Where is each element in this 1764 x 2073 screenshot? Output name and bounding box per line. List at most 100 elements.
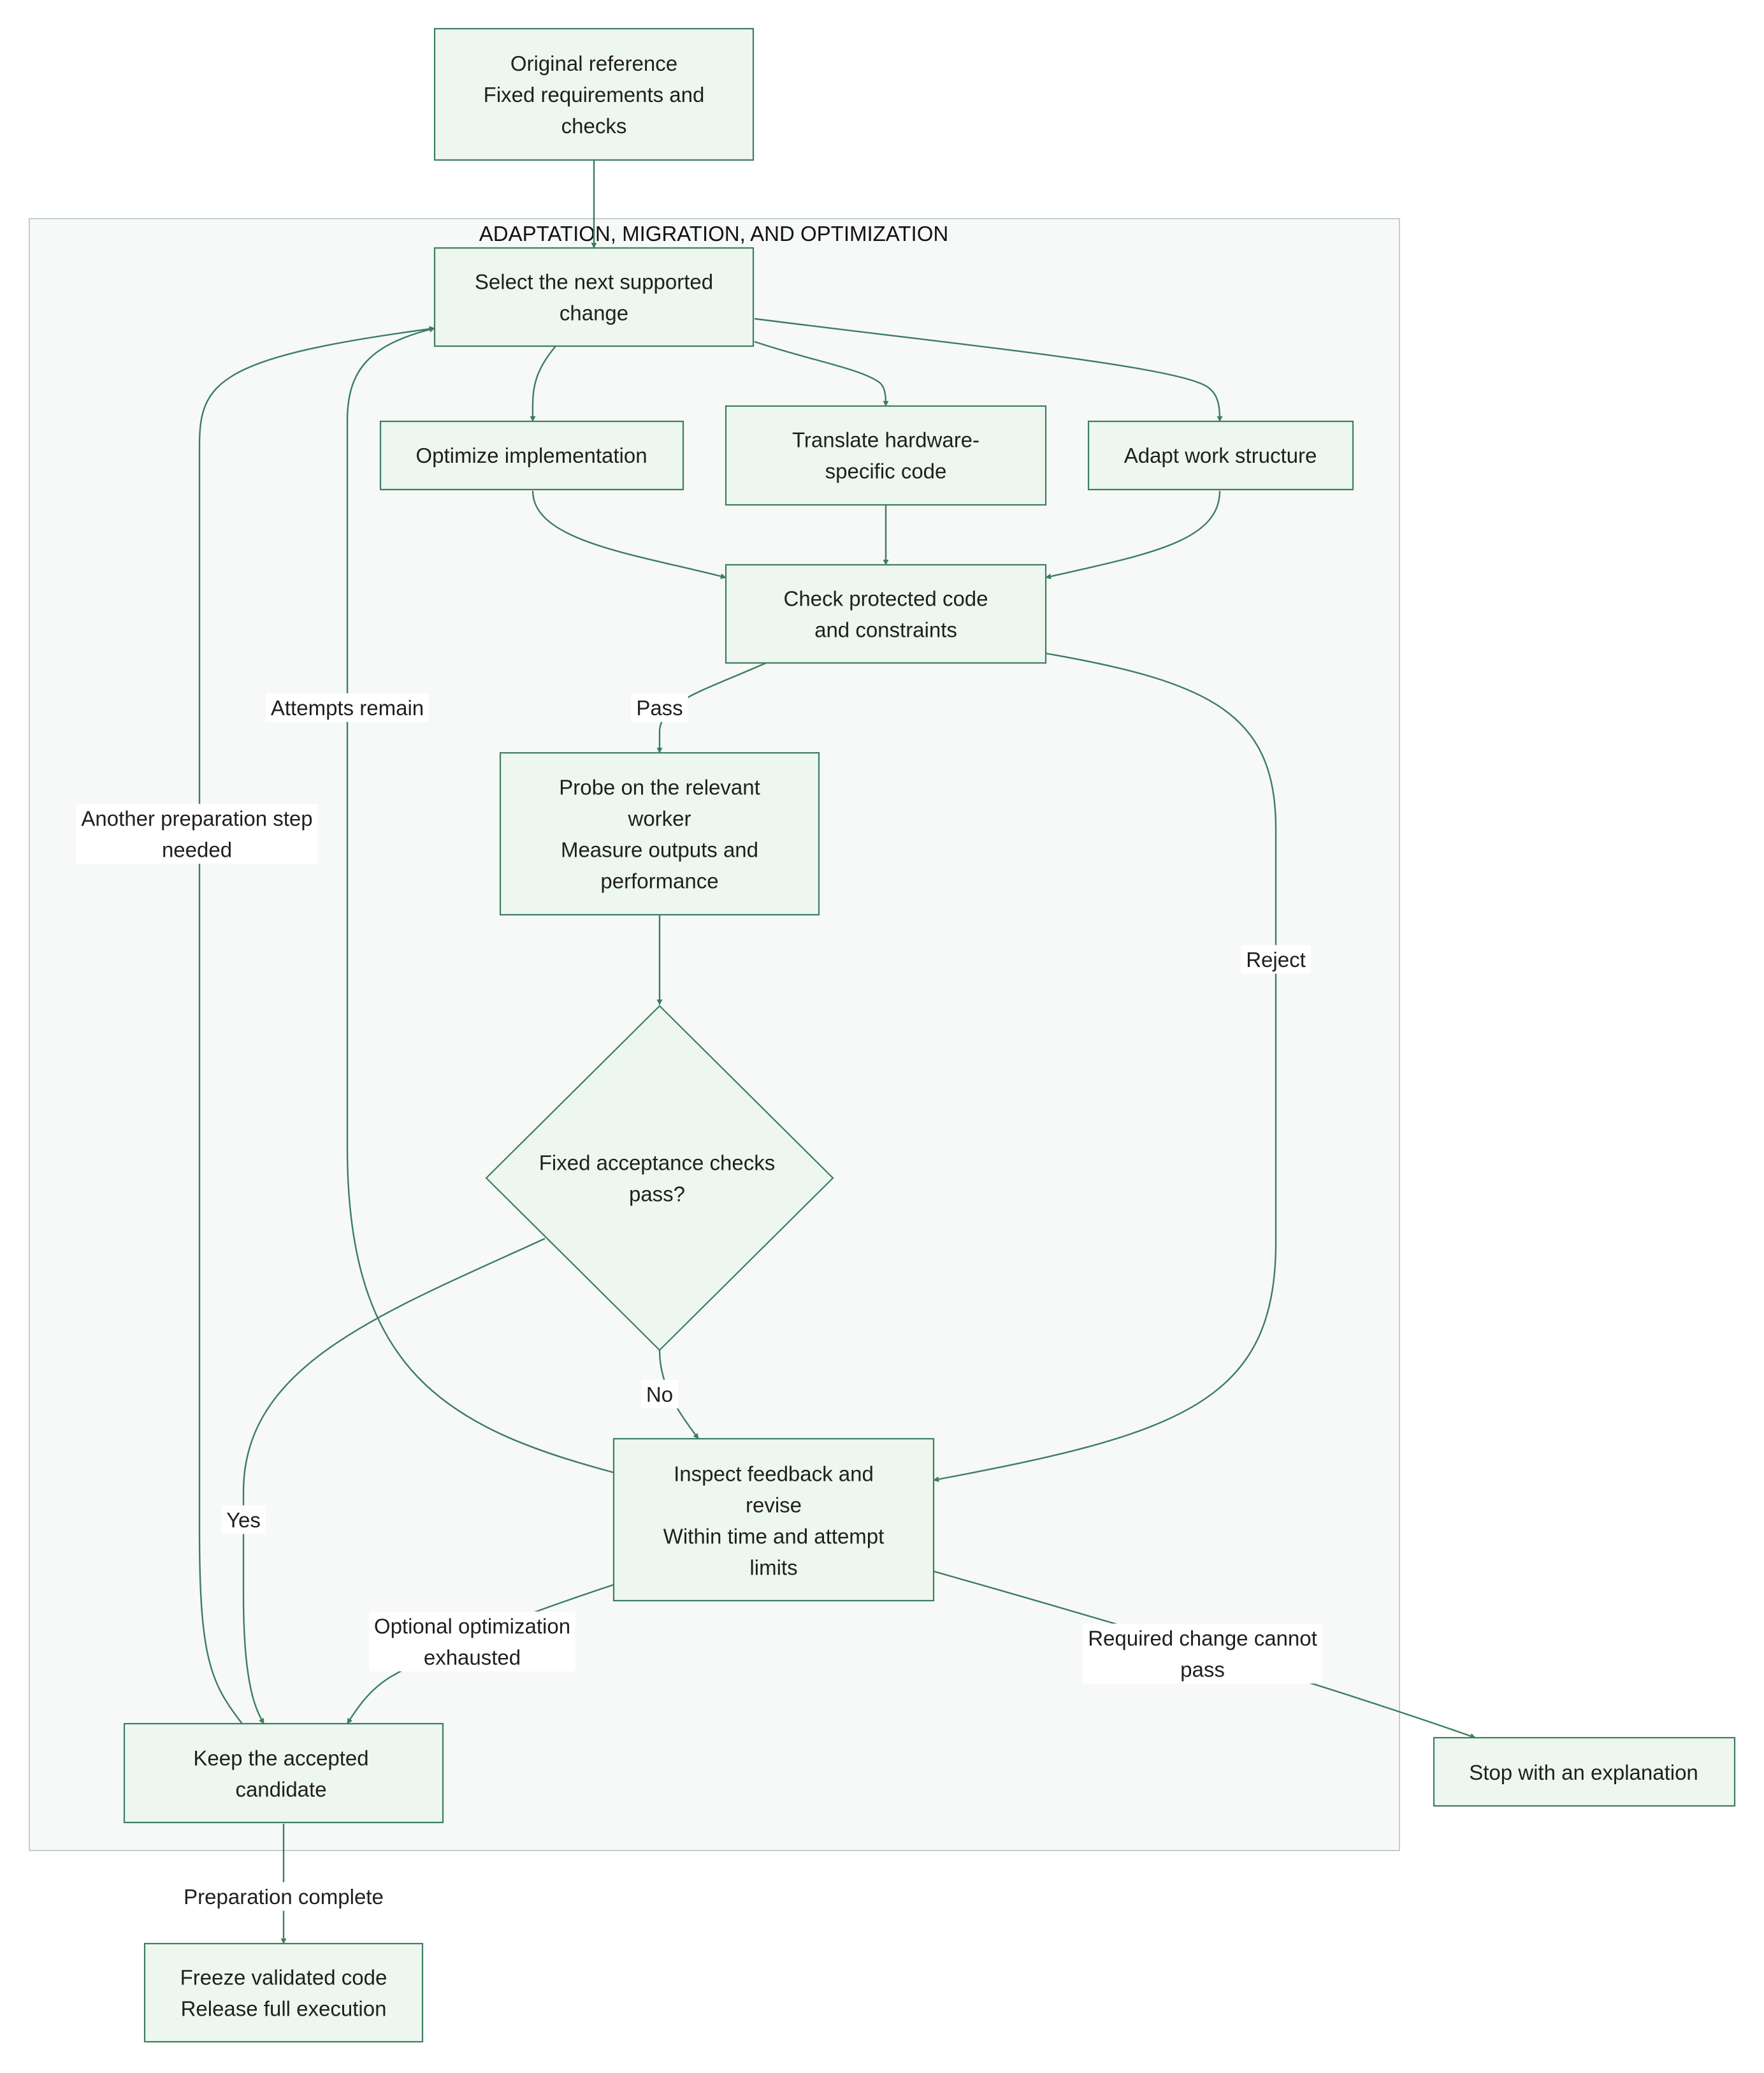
edge-label-background (368, 1611, 576, 1671)
node-label-line: checks (561, 114, 627, 138)
node-label-line: Keep the accepted (193, 1746, 368, 1770)
node-label-line: Measure outputs and (561, 838, 758, 861)
edge-label-line: No (646, 1383, 673, 1406)
node-label-line: specific code (825, 459, 947, 483)
edge-label-line: Required change cannot (1088, 1626, 1317, 1650)
edge-label-text: Attempts remain (271, 696, 424, 720)
node-label-line: Select the next supported (475, 270, 713, 293)
node-check-protected-code[interactable]: Check protected code and constraints (725, 564, 1047, 664)
node-label: Optimize implementation (416, 444, 647, 467)
edge-labels: Pass Reject No Yes Attempts remain Anoth… (76, 693, 1322, 1911)
edge-label-line: Optional optimization (374, 1614, 570, 1638)
node-select-next-change[interactable]: Select the next supported change (433, 247, 755, 347)
node-label-line: Fixed acceptance checks (539, 1151, 776, 1174)
edge-label-background (1083, 1624, 1322, 1684)
node-label: Fixed acceptance checks pass? (539, 1151, 776, 1205)
edge-label-text: No (646, 1383, 673, 1406)
node-label-line: worker (627, 806, 691, 830)
edge-label-background (640, 1379, 679, 1409)
edge-label-line: Reject (1246, 948, 1306, 971)
node-box (499, 752, 820, 916)
edge-label-background (221, 1505, 266, 1534)
edge-label-text: Reject (1246, 948, 1306, 971)
node-label-line: revise (746, 1493, 802, 1517)
edge-select-to-optimize (530, 346, 556, 422)
node-box (1087, 420, 1354, 491)
node-stop-explanation[interactable]: Stop with an explanation (1433, 1736, 1736, 1807)
node-label-line: Translate hardware- (792, 428, 980, 451)
node-label-line: Original reference (510, 52, 677, 75)
edge-label-background (178, 1882, 389, 1911)
node-label-line: limits (749, 1555, 797, 1579)
node-label: Keep the accepted candidate (193, 1746, 368, 1801)
edge-label-line: Attempts remain (271, 696, 424, 720)
edge-label-text: Pass (636, 696, 683, 720)
decision-diamond (485, 1005, 834, 1351)
edge-optimize-to-check (531, 490, 727, 579)
node-box (379, 420, 684, 491)
node-box (725, 564, 1047, 664)
node-box (725, 405, 1047, 506)
node-label: Check protected code and constraints (783, 586, 988, 641)
node-box (143, 1942, 424, 2043)
node-label: Select the next supported change (475, 270, 713, 324)
node-label-line: Optimize implementation (416, 444, 647, 467)
edge-select-to-translate (754, 340, 889, 407)
node-optimize-implementation[interactable]: Optimize implementation (379, 420, 684, 491)
node-acceptance-decision[interactable]: Fixed acceptance checks pass? (485, 1005, 834, 1351)
node-label-line: change (560, 301, 628, 324)
edge-decision-to-keep (242, 1237, 546, 1724)
node-label-line: Fixed requirements and (484, 83, 705, 106)
edge-check-to-inspect (933, 652, 1277, 1482)
edge-label-line: Pass (636, 696, 683, 720)
node-label-line: candidate (235, 1777, 326, 1801)
node-label-line: Stop with an explanation (1469, 1761, 1698, 1784)
label-pass: Pass (631, 693, 688, 722)
node-adapt-work-structure[interactable]: Adapt work structure (1087, 420, 1354, 491)
edge-label-background (265, 693, 430, 722)
label-no: No (640, 1379, 679, 1409)
edge-label-text: Preparation complete (184, 1885, 384, 1909)
node-label-line: performance (600, 869, 718, 892)
edge-adapt-to-check (1045, 490, 1221, 579)
label-yes: Yes (221, 1505, 266, 1534)
label-preparation-complete: Preparation complete (178, 1882, 389, 1911)
node-label-line: Release full execution (181, 1997, 387, 2020)
edge-label-background (76, 804, 318, 864)
edge-select-to-adapt (754, 317, 1223, 422)
node-label-line: Probe on the relevant (559, 775, 760, 799)
edge-label-background (1241, 945, 1311, 974)
node-keep-candidate[interactable]: Keep the accepted candidate (123, 1722, 444, 1824)
node-label-line: Freeze validated code (180, 1965, 387, 1989)
edge-label-line: Preparation complete (184, 1885, 384, 1909)
node-label-line: pass? (629, 1182, 685, 1205)
node-box (123, 1722, 444, 1824)
node-label-line: Check protected code (783, 586, 988, 610)
edge-label-line: needed (162, 838, 232, 861)
node-label: Adapt work structure (1124, 444, 1317, 467)
node-box (433, 27, 755, 161)
node-label-line: and constraints (814, 618, 957, 641)
node-label-line: Inspect feedback and (674, 1462, 874, 1485)
edge-keep-to-select (198, 326, 435, 1724)
label-attempts-remain: Attempts remain (265, 693, 430, 722)
edge-label-line: Yes (226, 1508, 261, 1532)
edge-inspect-to-select (346, 326, 614, 1474)
node-translate-hardware-code[interactable]: Translate hardware-specific code (725, 405, 1047, 506)
node-box (612, 1437, 935, 1602)
label-reject: Reject (1241, 945, 1311, 974)
